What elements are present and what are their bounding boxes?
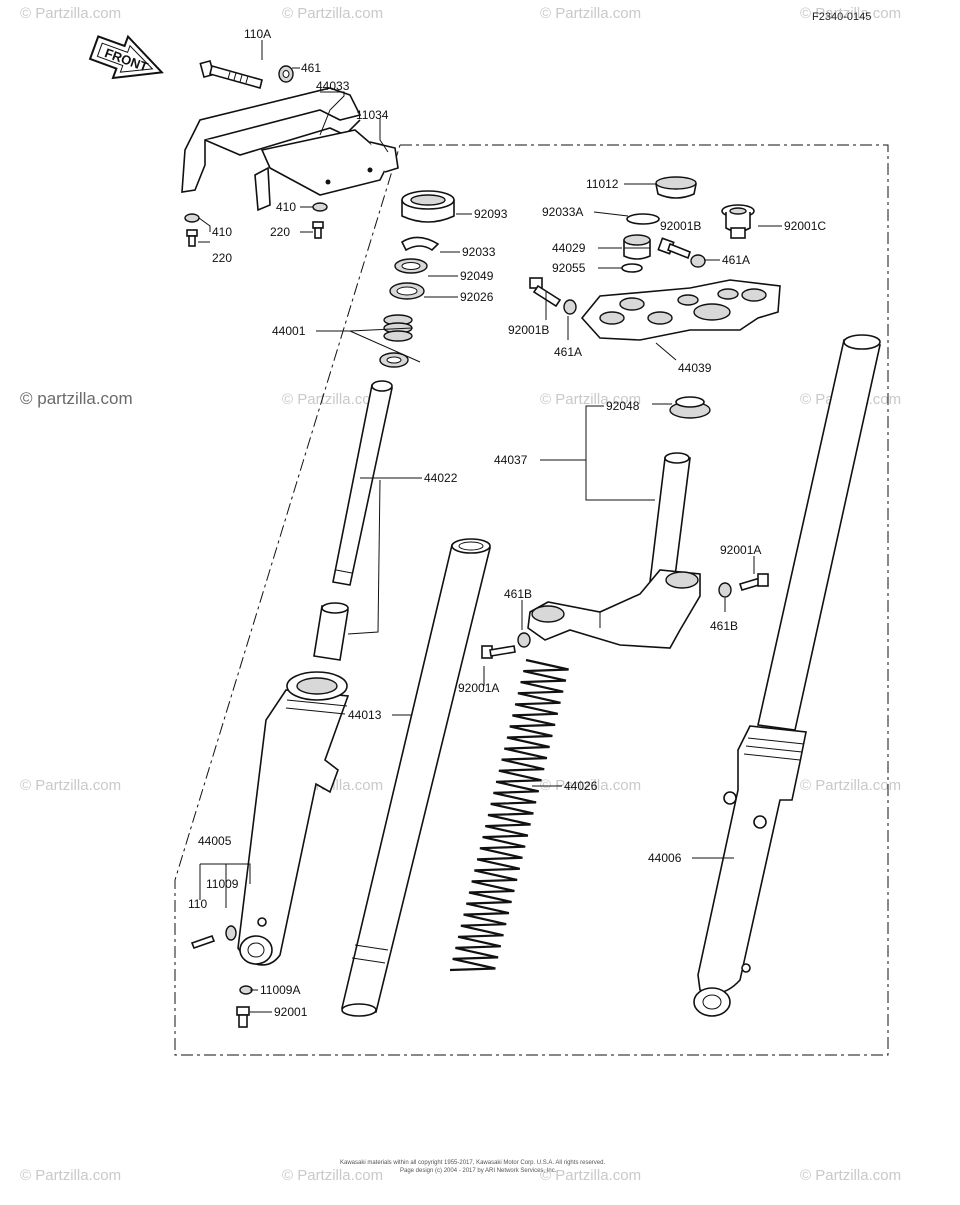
label-92001a-left: 92001A (458, 681, 499, 695)
outer-slider-44005-icon (237, 671, 350, 966)
watermark-14: © Partzilla.com (540, 1167, 641, 1184)
bolt-92001b-left-icon (529, 277, 562, 308)
label-220-right: 220 (270, 225, 290, 239)
bolt-220-left-icon (186, 229, 198, 247)
washer-410-right-icon (312, 202, 328, 212)
seal-92026-icon (389, 282, 425, 300)
bolt-92001-icon (236, 1006, 250, 1028)
label-92033: 92033 (462, 245, 496, 259)
watermark-2: © Partzilla.com (282, 5, 383, 22)
watermark-6: © Partzilla.com (540, 391, 641, 408)
watermark-main: © partzilla.com (20, 389, 133, 408)
label-92033a: 92033A (542, 205, 583, 219)
bolt-92001a-left-icon (481, 645, 516, 659)
upper-bracket-44039-icon (580, 279, 781, 341)
assembly-outline (174, 144, 889, 1056)
watermark-15: © Partzilla.com (800, 1167, 901, 1184)
leader-lines (198, 40, 782, 1013)
figure-code: F2340-0145 (812, 11, 871, 23)
steering-stem-44037-icon (527, 452, 701, 649)
cap-11012-icon (655, 176, 697, 199)
watermark-1: © Partzilla.com (20, 5, 121, 22)
handlebar-guard-icon (181, 87, 399, 212)
label-110a: 110A (244, 27, 271, 41)
washer-410-left-icon (184, 213, 200, 223)
bolt-92001a-right-icon (738, 573, 769, 591)
oring-92055-icon (621, 263, 643, 273)
copyright-line-1: Kawasaki materials within all copyright … (340, 1160, 605, 1166)
label-461: 461 (301, 61, 321, 75)
bearing-92048-icon (669, 396, 711, 419)
bolt-220-right-icon (312, 221, 324, 239)
label-44026: 44026 (564, 779, 598, 793)
label-92001a-right: 92001A (720, 543, 761, 557)
label-410-right: 410 (276, 200, 296, 214)
bolt-110-icon (190, 934, 216, 950)
cap-92093-icon (401, 190, 455, 223)
seal-stack-icon (379, 314, 413, 368)
watermark-12: © Partzilla.com (20, 1167, 121, 1184)
label-92048: 92048 (606, 399, 640, 413)
watermark-5: © Partzilla.com (282, 391, 383, 408)
label-92001c: 92001C (784, 219, 826, 233)
fork-spring-44026-icon (449, 658, 569, 972)
front-arrow-icon: FRONT (88, 34, 164, 80)
watermark-3: © Partzilla.com (540, 5, 641, 22)
label-44037: 44037 (494, 453, 528, 467)
label-461b-left: 461B (504, 587, 532, 601)
label-44006: 44006 (648, 851, 682, 865)
label-92001b-left: 92001B (508, 323, 549, 337)
bolt-92001c-icon (721, 204, 755, 239)
bolt-110a-icon (199, 59, 263, 89)
inner-tube-44022-icon (332, 380, 393, 586)
washer-92049-icon (394, 258, 428, 274)
label-92001b-top: 92001B (660, 219, 701, 233)
nut-461b-left-icon (517, 632, 531, 648)
fork-tube-44013-icon (341, 538, 492, 1017)
label-461b-right: 461B (710, 619, 738, 633)
piston-sleeve-icon (313, 602, 349, 661)
label-461a-bottom: 461A (554, 345, 582, 359)
label-44001: 44001 (272, 324, 306, 338)
watermark-13: © Partzilla.com (282, 1167, 383, 1184)
label-92026: 92026 (460, 290, 494, 304)
watermark-10: © Partzilla.com (540, 777, 641, 794)
copyright-line-2: Page design (c) 2004 - 2017 by ARI Netwo… (400, 1168, 557, 1174)
label-44013: 44013 (348, 708, 382, 722)
label-11009a: 11009A (260, 983, 300, 997)
plug-44029-icon (623, 234, 651, 260)
watermark-8: © Partzilla.com (20, 777, 121, 794)
label-92049: 92049 (460, 269, 494, 283)
label-44005: 44005 (198, 834, 232, 848)
nut-461a-bottom-icon (563, 299, 577, 315)
label-44039: 44039 (678, 361, 712, 375)
label-110: 110 (188, 897, 207, 911)
label-11009: 11009 (206, 877, 239, 891)
label-92055: 92055 (552, 261, 586, 275)
nut-461-icon (278, 65, 294, 83)
part-labels: 110A 461 44033 11034 410 220 410 220 920… (188, 27, 826, 1019)
nut-461a-top-icon (690, 254, 706, 268)
label-220-left: 220 (212, 251, 232, 265)
label-11012: 11012 (586, 177, 619, 191)
nut-461b-right-icon (718, 582, 732, 598)
label-92093: 92093 (474, 207, 508, 221)
watermark-11: © Partzilla.com (800, 777, 901, 794)
label-410-left: 410 (212, 225, 232, 239)
circlip-92033-icon (400, 236, 440, 252)
bolt-92001b-top-icon (657, 237, 691, 260)
label-92001: 92001 (274, 1005, 308, 1019)
oring-92033a-icon (626, 213, 660, 225)
label-44029: 44029 (552, 241, 586, 255)
label-461a-top: 461A (722, 253, 750, 267)
watermark-4: © Partzilla.com (800, 5, 901, 22)
washer-11009-icon (225, 925, 237, 941)
label-44033: 44033 (316, 79, 350, 93)
fork-leg-44006-icon (693, 334, 881, 1017)
label-44022: 44022 (424, 471, 458, 485)
label-11034: 11034 (356, 108, 389, 122)
